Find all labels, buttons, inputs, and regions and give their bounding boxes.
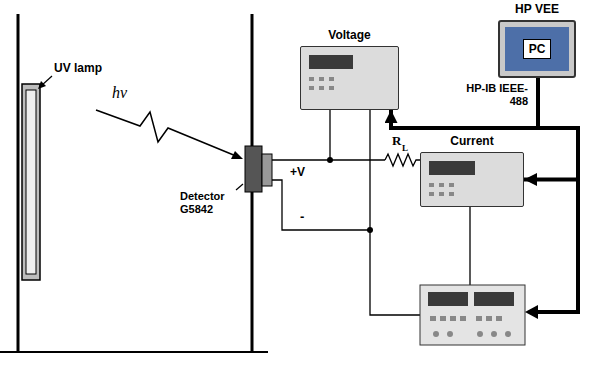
resistor-subscript: L <box>402 143 408 153</box>
detector-body <box>245 146 262 192</box>
lamp-label: UV lamp <box>54 62 102 76</box>
meter-button <box>329 77 334 81</box>
instrument-label: Voltage <box>300 28 399 43</box>
stand <box>0 14 268 352</box>
bus-cable <box>536 128 578 312</box>
lamp-pole <box>17 14 20 352</box>
wire <box>272 180 370 230</box>
lamp-tube <box>26 90 36 274</box>
wire <box>370 110 420 315</box>
meter-button <box>449 183 454 187</box>
resistor-symbol <box>385 154 420 166</box>
detector-label: Detector G5842 <box>180 190 236 215</box>
detector-socket <box>262 154 272 186</box>
terminal-label: +V <box>290 166 305 180</box>
meter-node: Current <box>420 134 524 207</box>
buttons <box>430 316 511 337</box>
meter-display <box>309 55 353 69</box>
bus-arrowhead <box>525 305 538 319</box>
detector <box>245 146 272 192</box>
monitor-screen: PC <box>505 27 569 71</box>
display <box>428 292 468 306</box>
meter-button <box>429 192 434 196</box>
lamp-housing <box>22 84 40 280</box>
instrument-label: Current <box>420 134 524 149</box>
meter-button <box>439 192 444 196</box>
computer-node: HP VEE PC <box>498 2 576 78</box>
meter-display <box>429 161 475 175</box>
software-label: HP VEE <box>498 2 576 17</box>
junction-dot <box>327 157 333 163</box>
bus-cable <box>391 78 538 128</box>
leader-line <box>236 184 243 190</box>
meter-button <box>309 77 314 81</box>
ray-arrowhead <box>231 151 243 159</box>
floor-line <box>0 351 268 353</box>
resistor-label: R <box>392 134 401 149</box>
meter-button <box>449 192 454 196</box>
display <box>474 292 514 306</box>
meter-button <box>309 86 314 90</box>
photon-symbol: hν <box>112 84 127 102</box>
leader-arrowhead <box>38 81 46 89</box>
meter-button <box>429 183 434 187</box>
terminal-label: - <box>300 210 304 225</box>
meter-body <box>300 46 399 110</box>
power-supply-box <box>420 285 525 345</box>
light-ray <box>96 110 236 156</box>
monitor: PC <box>498 20 576 78</box>
junction-dot <box>367 227 373 233</box>
meter-button <box>319 86 324 90</box>
wiring <box>272 110 470 315</box>
bus-cable <box>524 78 578 180</box>
bus-label: HP-IB IEEE-488 <box>448 82 528 107</box>
meter-body <box>420 152 524 207</box>
wire <box>469 207 470 285</box>
meter-button <box>329 86 334 90</box>
power-supply <box>420 285 525 345</box>
uv-lamp <box>22 84 40 280</box>
computer-label: PC <box>523 39 552 59</box>
meter-node: Voltage <box>300 28 399 110</box>
meter-button <box>439 183 444 187</box>
meter-button <box>319 77 324 81</box>
wire <box>329 110 330 160</box>
